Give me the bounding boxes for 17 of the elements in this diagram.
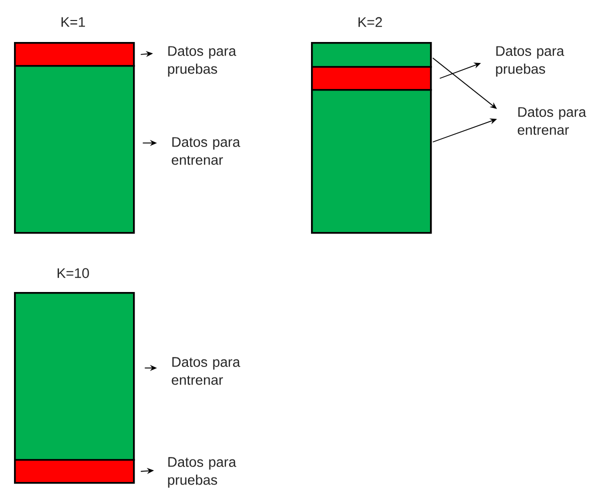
data-label: Datos para pruebas xyxy=(168,46,236,77)
bar-segment xyxy=(14,65,135,234)
bar-segment xyxy=(14,42,135,67)
bar-segment xyxy=(311,66,432,91)
arrow xyxy=(432,58,497,109)
bar-segment xyxy=(311,89,432,234)
panel-heading: K=1 xyxy=(62,17,85,27)
data-label: Datos para entrenar xyxy=(172,137,240,165)
panel-heading: K=10 xyxy=(58,268,89,278)
bar-segment xyxy=(14,458,135,484)
bar-segment xyxy=(311,42,432,68)
panel-heading: K=2 xyxy=(358,17,382,27)
data-label: Datos para pruebas xyxy=(496,46,564,77)
data-label: Datos para entrenar xyxy=(172,357,240,385)
data-label: Datos para pruebas xyxy=(168,457,236,488)
data-label: Datos para entrenar xyxy=(518,107,586,135)
bar-segment xyxy=(14,292,135,461)
